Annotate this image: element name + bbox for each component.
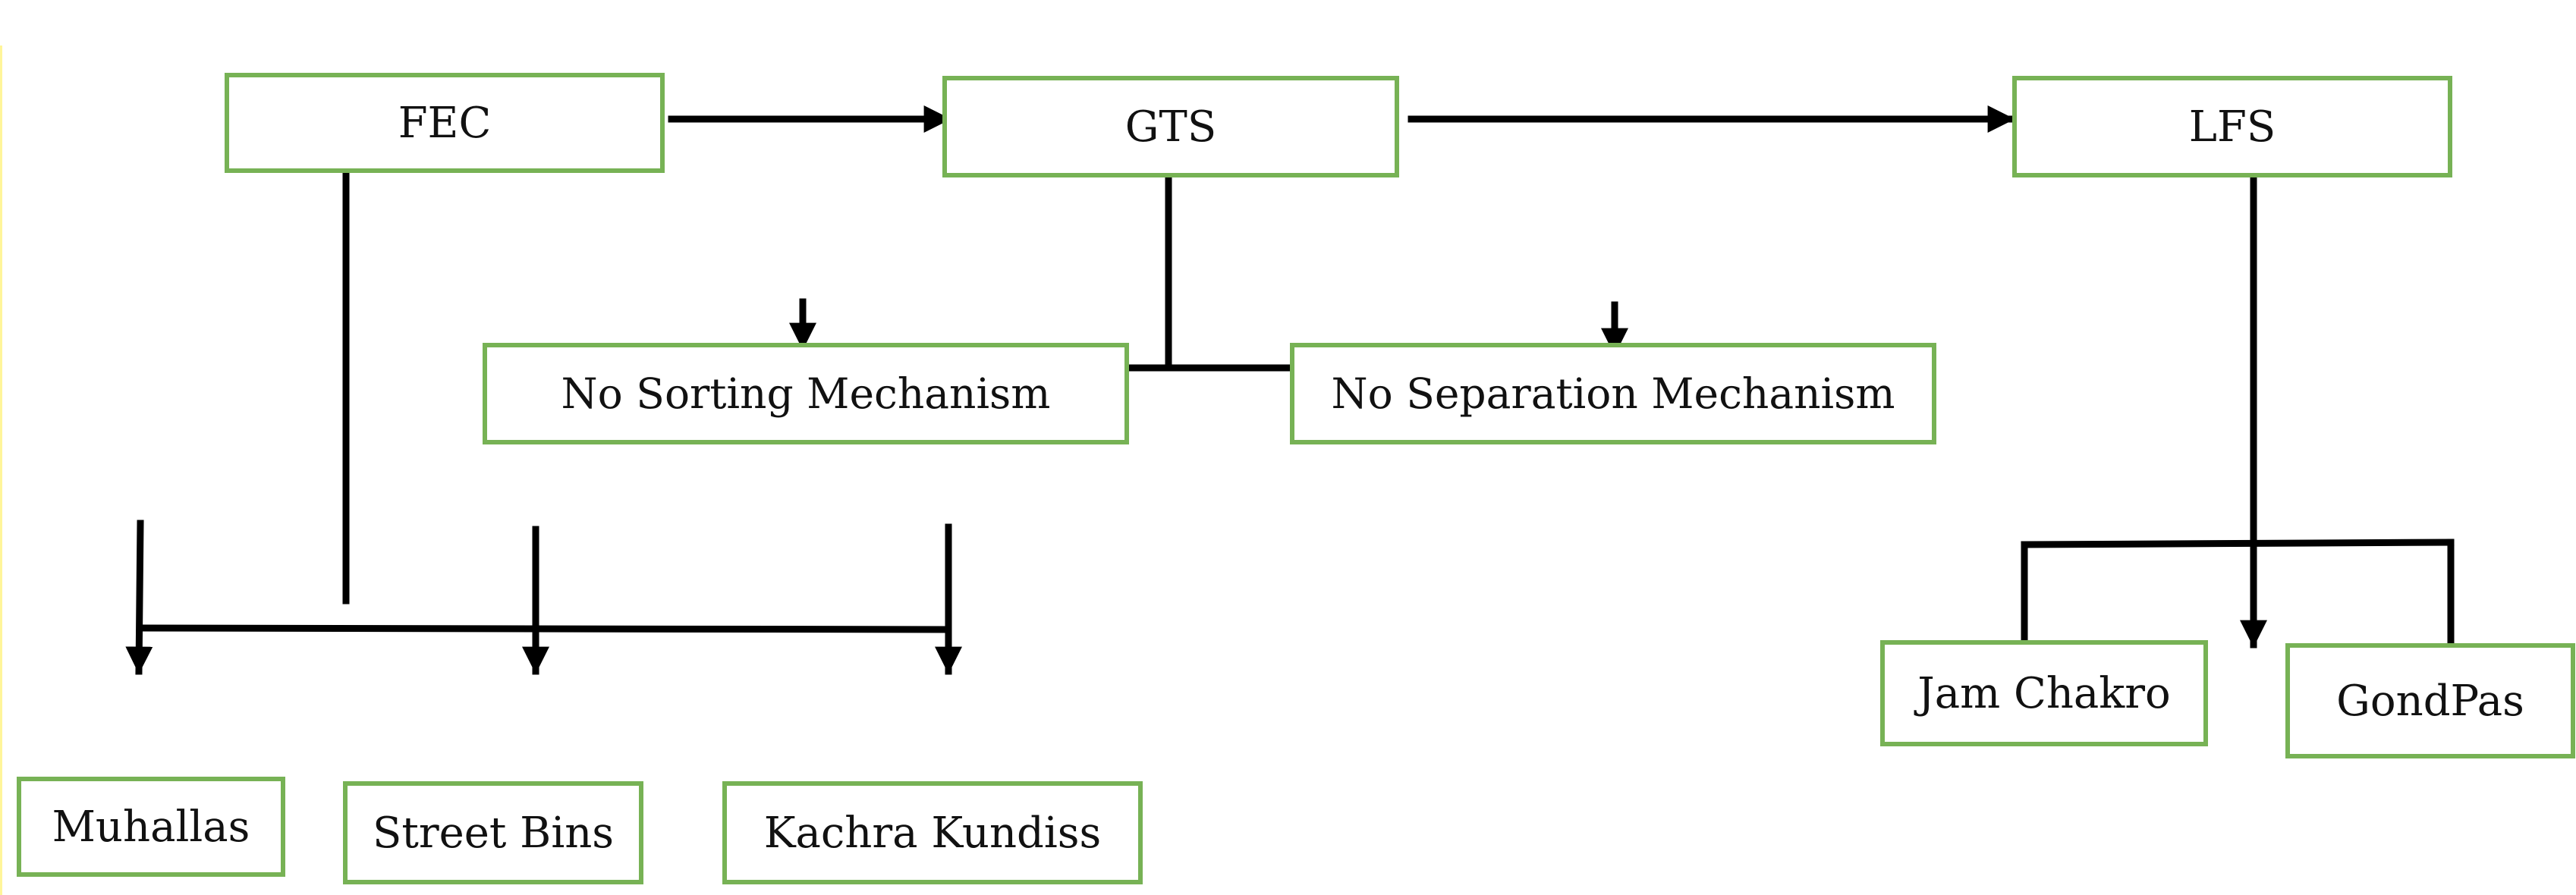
arrow-to-muhallas — [125, 520, 153, 675]
lfs-branch-bar — [2021, 539, 2455, 548]
node-no-sorting-label: No Sorting Mechanism — [561, 369, 1051, 418]
node-no-sorting-mechanism: No Sorting Mechanism — [483, 343, 1129, 444]
node-street-bins: Street Bins — [343, 781, 643, 884]
left-edge-line — [0, 46, 2, 895]
node-no-separation-mechanism: No Separation Mechanism — [1290, 343, 1936, 444]
node-kachra-kundiss-label: Kachra Kundiss — [763, 808, 1102, 858]
node-jam-chakro-label: Jam Chakro — [1917, 668, 2171, 718]
node-gondpas-label: GondPas — [2336, 676, 2524, 726]
fec-branch-bar — [137, 624, 952, 633]
node-lfs: LFS — [2012, 76, 2452, 177]
node-muhallas: Muhallas — [17, 777, 285, 877]
node-muhallas-label: Muhallas — [52, 802, 250, 852]
node-fec-label: FEC — [398, 98, 492, 148]
node-gts: GTS — [942, 76, 1399, 177]
node-gts-label: GTS — [1124, 102, 1217, 152]
node-kachra-kundiss: Kachra Kundiss — [722, 781, 1143, 884]
node-lfs-label: LFS — [2188, 102, 2276, 152]
node-jam-chakro: Jam Chakro — [1880, 640, 2208, 746]
node-fec: FEC — [225, 73, 665, 173]
node-no-separation-label: No Separation Mechanism — [1331, 369, 1895, 418]
node-street-bins-label: Street Bins — [372, 808, 615, 858]
node-gondpas: GondPas — [2285, 643, 2575, 758]
